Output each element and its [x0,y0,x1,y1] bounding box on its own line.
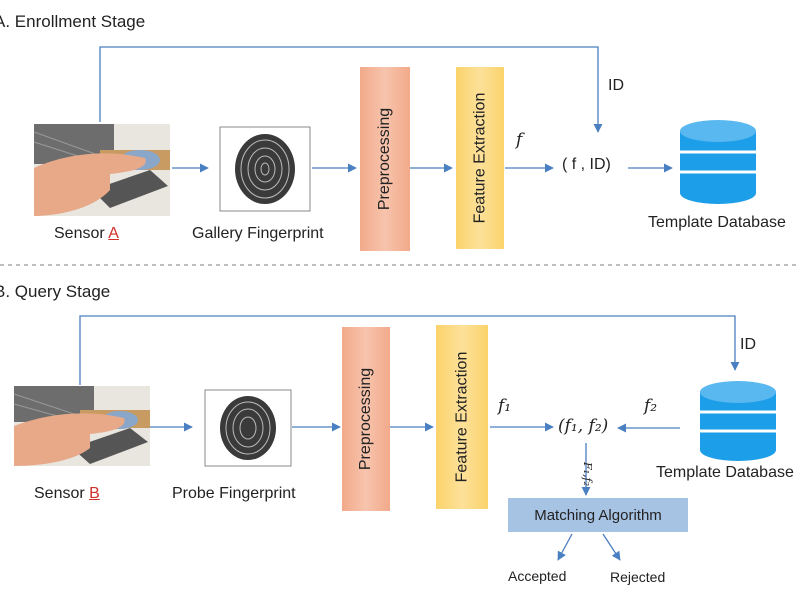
gallery-fingerprint-image [219,126,311,212]
id-label-a: ID [608,77,624,94]
query-stage-title: B. Query Stage [0,282,111,301]
feature-id-pair-a: ( f , ID) [562,156,611,173]
database-b-icon [700,381,776,461]
sensor-b-prefix: Sensor [34,485,90,502]
arrow-to-rejected [602,533,621,561]
sensor-a-image [33,124,170,216]
id-label-b: ID [740,336,756,353]
probe-fingerprint-image [204,389,292,467]
arrow-to-accepted [557,533,573,561]
preprocessing-box-b: Preprocessing [342,327,390,511]
feature-extraction-label-a: Feature Extraction [471,92,489,224]
sensor-b-label: Sensor B [34,485,100,503]
feature-symbol-f2: f₂ [644,396,658,416]
enrollment-stage-title: A. Enrollment Stage [0,12,146,31]
template-database-label-a: Template Database [648,214,786,231]
feature-symbol-f: f [516,130,523,150]
database-a-icon [680,120,756,204]
template-database-label-b: Template Database [656,464,794,481]
sensor-a-prefix: Sensor [54,225,109,242]
feature-extraction-label-b: Feature Extraction [453,351,471,483]
gallery-fingerprint-label: Gallery Fingerprint [192,225,324,242]
query-connectors [79,315,740,561]
id-feedback-line-a [99,46,603,133]
probe-fingerprint-label: Probe Fingerprint [172,485,296,502]
preprocessing-box-a: Preprocessing [360,67,410,251]
feature-pair-b: (f₁, f₂) [558,416,609,436]
preprocessing-label-b: Preprocessing [357,367,374,471]
sensor-a-label: Sensor A [54,225,119,243]
sensor-b-letter: B [89,485,100,502]
pair-arrow-label: F₁,f₂ [581,462,594,487]
accepted-label: Accepted [508,568,567,584]
feature-extraction-box-b: Feature Extraction [436,325,488,509]
id-feedback-line-b [79,315,740,385]
matching-algorithm-box: Matching Algorithm [508,498,688,532]
rejected-label: Rejected [610,569,666,585]
preprocessing-label-a: Preprocessing [376,107,393,211]
feature-extraction-box-a: Feature Extraction [456,67,504,249]
sensor-a-letter: A [108,225,119,242]
sensor-b-image [13,386,150,466]
enrollment-connectors [99,46,673,173]
feature-symbol-f1: f₁ [498,396,512,416]
